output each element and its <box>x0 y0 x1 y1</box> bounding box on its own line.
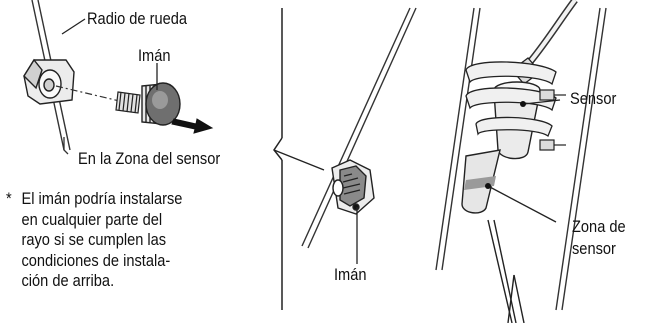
sensor-leader-line <box>523 99 561 105</box>
note-line-3: rayo si se cumplen las <box>21 230 167 249</box>
magnet-top-label: Imán <box>138 46 171 65</box>
direction-arrow <box>171 118 214 134</box>
zip-ties <box>465 61 557 138</box>
spoke-leader-line <box>61 18 86 35</box>
note-line-2: en cualquier parte del <box>21 209 163 229</box>
sensor-zone-label-line2: sensor <box>572 239 616 258</box>
chainstay-tube <box>435 7 607 311</box>
note-line-4: condiciones de instala- <box>21 250 171 270</box>
mounting-bolts <box>539 89 566 151</box>
callout-pointer <box>273 149 325 171</box>
sensor-zone-caption: En la Zona del sensor <box>78 149 221 168</box>
installation-note: * El imán podría instalarse en cualquier… <box>6 189 230 292</box>
magnet-bottom-label: Imán <box>334 265 367 284</box>
magnet-holder-left <box>23 58 75 105</box>
note-line-1: El imán podría instalarse <box>21 189 183 208</box>
sensor-zone-label-line1: Zona de <box>572 217 626 236</box>
assembly-axis <box>55 85 129 104</box>
sensor-label: Sensor <box>570 89 617 108</box>
zone-center-lines <box>487 219 525 323</box>
zone-bracket <box>63 137 69 155</box>
note-line-5: ción de arriba. <box>21 271 115 290</box>
magnet-screw <box>115 91 141 114</box>
magnet-right <box>331 159 375 215</box>
note-marker: * <box>6 189 12 208</box>
panel-divider <box>273 8 283 310</box>
spoke-label: Radio de rueda <box>87 9 187 28</box>
spoke-right <box>301 7 417 249</box>
magnet-knob <box>141 82 181 126</box>
sensor-zone-leader-line <box>487 185 557 223</box>
